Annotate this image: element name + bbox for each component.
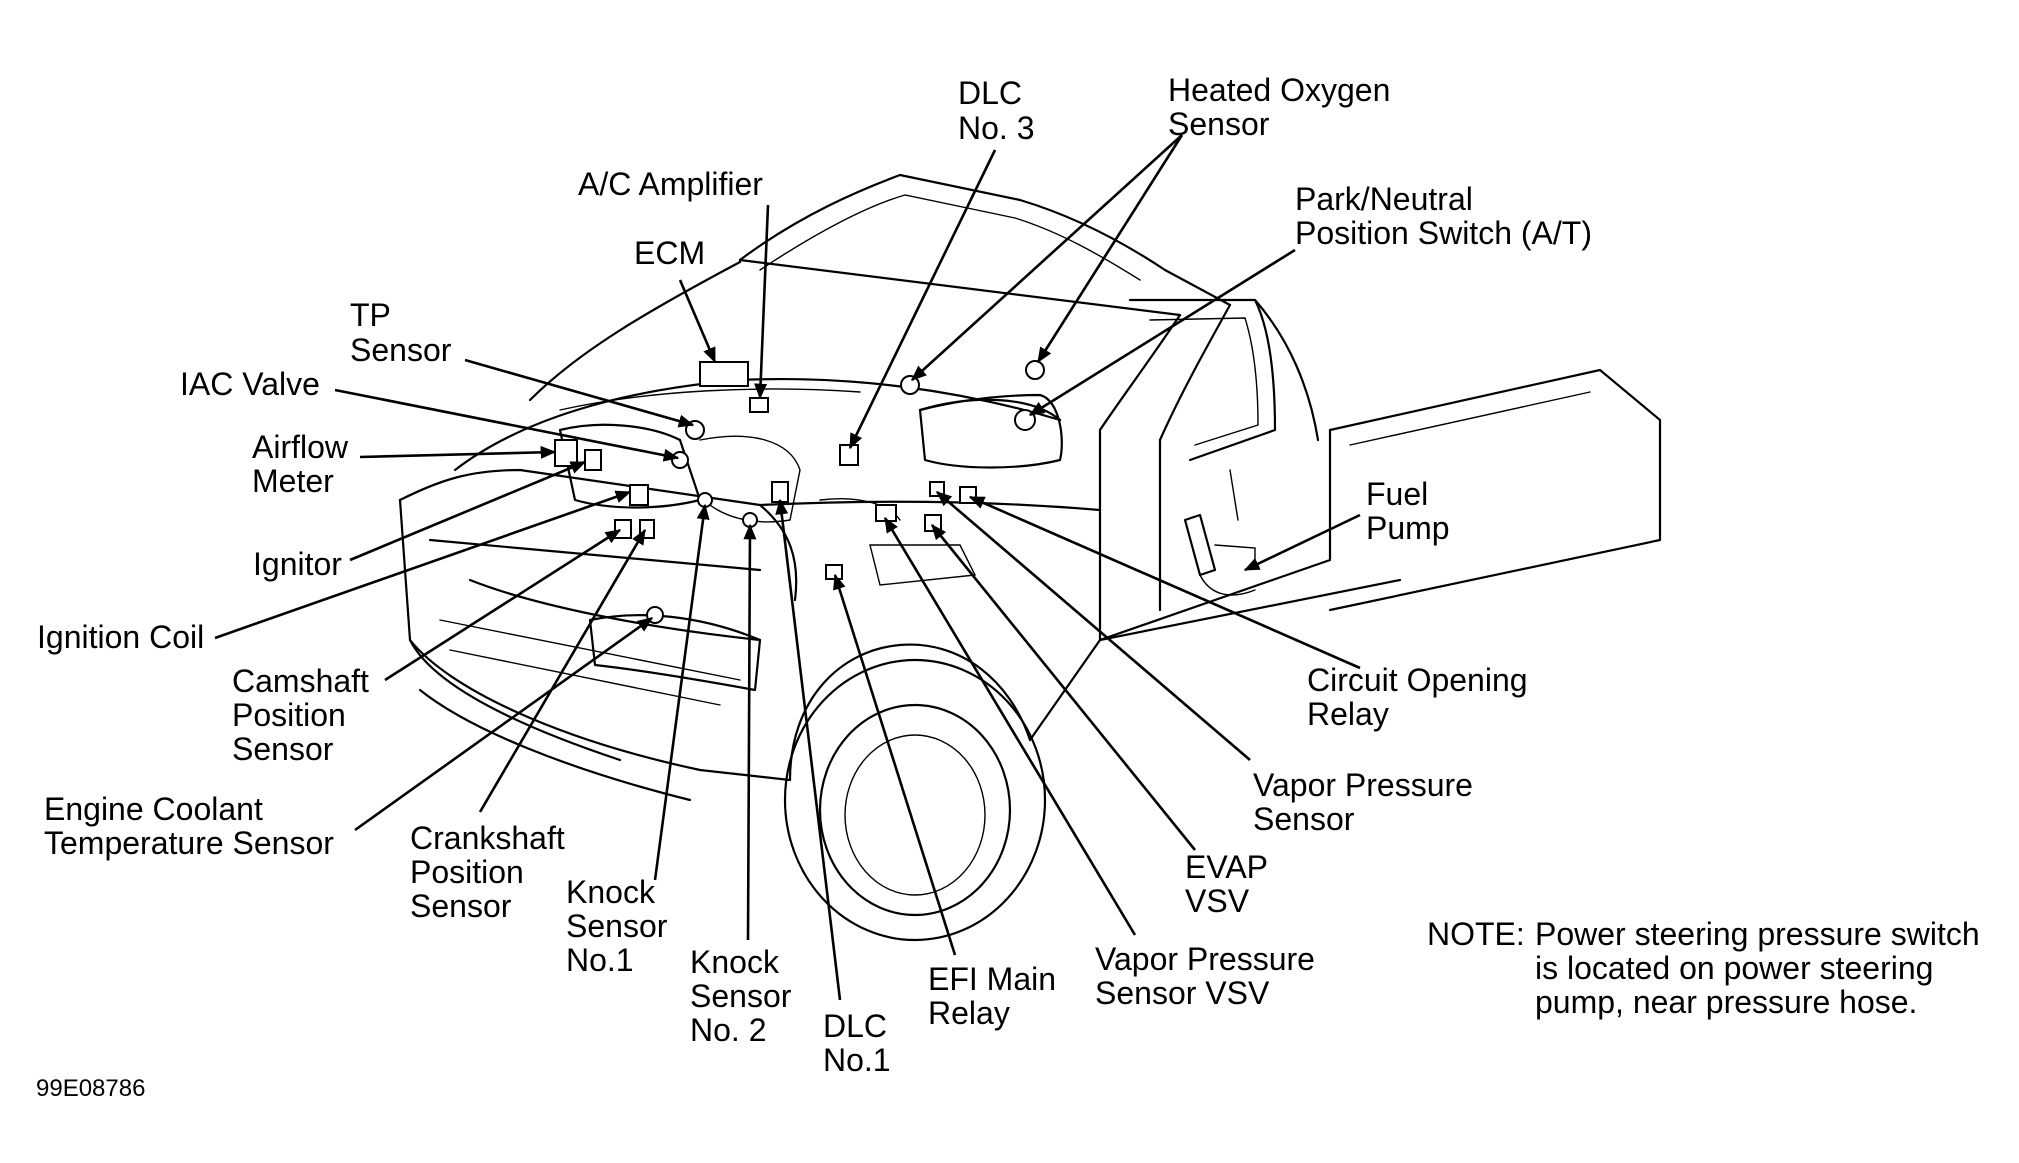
label-park-neutral-switch: Park/Neutral Position Switch (A/T)	[1295, 181, 1592, 251]
figure-id: 99E08786	[36, 1075, 145, 1102]
label-evap-vsv: EVAP VSV	[1185, 849, 1276, 919]
leader-airflow-meter	[359, 445, 557, 459]
ac-amplifier-box	[749, 397, 769, 413]
leader-knock-1	[653, 503, 710, 881]
label-ignitor: Ignitor	[253, 546, 342, 582]
dlc1-connector	[771, 481, 789, 503]
leader-efi-main-relay	[833, 573, 957, 956]
evap-vsv-glyph	[924, 514, 942, 532]
leader-circuit-opening-relay	[968, 495, 1361, 670]
leader-iac-valve	[334, 388, 680, 462]
leader-heated-oxygen-2	[1036, 134, 1184, 364]
label-dlc3: DLC No. 3	[958, 75, 1034, 146]
ecm-box	[699, 361, 749, 387]
label-ac-amplifier: A/C Amplifier	[578, 166, 763, 202]
label-iac-valve: IAC Valve	[180, 366, 320, 402]
leader-heated-oxygen-1	[911, 134, 1183, 381]
heated-oxygen-sensor-2-glyph	[1025, 360, 1045, 380]
knock-sensor-1-glyph	[697, 492, 713, 508]
knock-sensor-2-glyph	[742, 512, 758, 528]
vapor-pressure-sensor-glyph	[929, 481, 945, 497]
camshaft-sensor-glyph	[614, 519, 632, 539]
label-ignition-coil: Ignition Coil	[37, 619, 204, 655]
label-heated-oxygen-sensor: Heated Oxygen Sensor	[1168, 72, 1399, 142]
leader-camshaft	[384, 528, 622, 682]
leader-park-neutral	[1028, 248, 1296, 417]
ignitor-glyph	[584, 449, 602, 471]
leader-ignition-coil	[214, 490, 632, 640]
leader-dlc1	[775, 498, 842, 1001]
label-dlc1: DLC No.1	[823, 1008, 896, 1078]
label-airflow-meter: Airflow Meter	[252, 429, 357, 499]
leader-ac-amplifier	[754, 204, 770, 400]
label-engine-coolant-sensor: Engine Coolant Temperature Sensor	[44, 791, 334, 861]
label-knock-sensor-1: Knock Sensor No.1	[566, 874, 676, 978]
efi-main-relay-box	[825, 564, 843, 580]
label-efi-main-relay: EFI Main Relay	[928, 961, 1065, 1031]
ignition-coil-glyph	[629, 484, 649, 506]
label-crankshaft-sensor: Crankshaft Position Sensor	[410, 820, 574, 924]
leader-lines	[214, 134, 1361, 1001]
airflow-meter-glyph	[554, 439, 578, 467]
leader-crankshaft	[478, 528, 647, 813]
note-prefix: NOTE:	[1427, 916, 1525, 952]
leader-evap-vsv	[930, 523, 1197, 851]
leader-knock-2	[743, 523, 757, 941]
label-knock-sensor-2: Knock Sensor No. 2	[690, 944, 800, 1048]
label-tp-sensor: TP Sensor	[350, 297, 452, 368]
label-vapor-pressure-sensor: Vapor Pressure Sensor	[1253, 767, 1482, 837]
iac-valve-glyph	[671, 451, 689, 469]
leader-ignitor	[349, 460, 587, 562]
note-text: Power steering pressure switch is locate…	[1535, 916, 1989, 1020]
dlc3-connector	[839, 444, 859, 466]
leader-engine-coolant	[354, 616, 654, 832]
leader-ecm	[678, 279, 717, 364]
label-vapor-pressure-sensor-vsv: Vapor Pressure Sensor VSV	[1095, 941, 1324, 1011]
leader-vapor-pressure-vsv	[883, 516, 1137, 936]
leader-tp-sensor	[464, 358, 695, 428]
label-camshaft-sensor: Camshaft Position Sensor	[232, 663, 378, 767]
leader-dlc3	[848, 149, 997, 450]
callout-labels: DLC No. 3 Heated Oxygen Sensor A/C Ampli…	[36, 72, 1989, 1102]
label-fuel-pump: Fuel Pump	[1366, 476, 1450, 546]
circuit-opening-relay-box	[959, 486, 977, 504]
label-ecm: ECM	[634, 235, 705, 271]
leader-vapor-pressure-sensor	[936, 491, 1251, 761]
label-circuit-opening-relay: Circuit Opening Relay	[1307, 662, 1536, 732]
truck-outline-drawing	[398, 173, 1662, 942]
heated-oxygen-sensor-1-glyph	[900, 375, 920, 395]
leader-fuel-pump	[1243, 513, 1361, 572]
